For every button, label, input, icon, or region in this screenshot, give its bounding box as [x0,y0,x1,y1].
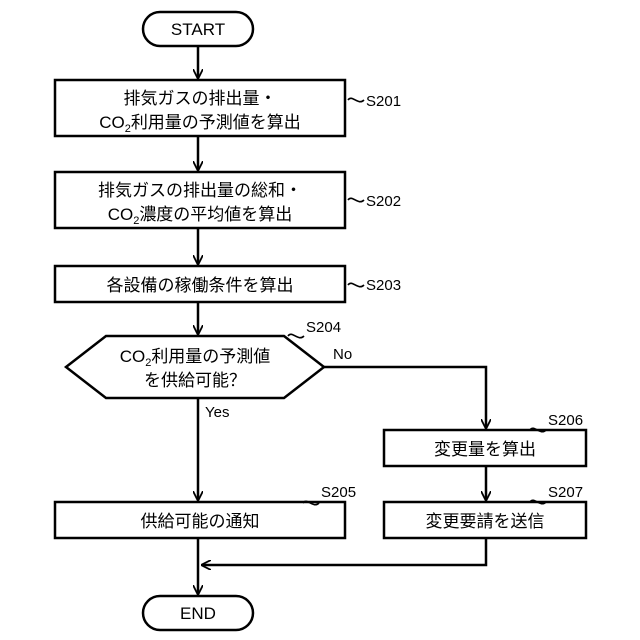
s203-leader [348,283,364,286]
end-terminal: END [143,596,253,630]
s207-text: 変更要請を送信 [426,512,545,531]
end-label: END [180,604,216,623]
start-terminal: START [143,12,253,46]
start-label: START [171,20,225,39]
s204-tag: S204 [306,319,341,336]
s202-line1: 排気ガスの排出量の総和・ [98,181,302,200]
s203-text: 各設備の稼働条件を算出 [107,276,294,295]
s206-tag: S206 [548,412,583,429]
s204-leader [288,334,304,337]
s207-tag: S207 [548,484,583,501]
s205-tag: S205 [321,484,356,501]
s201-leader [348,98,364,101]
s202-leader [348,198,364,201]
s201-tag: S201 [366,93,401,110]
s202-tag: S202 [366,193,401,210]
yes-label: Yes [205,404,229,421]
s205-text: 供給可能の通知 [141,512,260,531]
s206-text: 変更量を算出 [434,440,536,459]
arrow-s207-merge [202,538,486,565]
s204-line2: を供給可能？ [144,371,246,390]
s204-line1: CO2利用量の予測値 [120,347,271,369]
s203-tag: S203 [366,277,401,294]
s201-line1: 排気ガスの排出量・ [124,89,277,108]
step-s205: 供給可能の通知 S205 [55,484,356,538]
arrow-s204-s206 [324,367,486,428]
step-s201: 排気ガスの排出量・ CO2利用量の予測値を算出 S201 [55,80,401,136]
step-s203: 各設備の稼働条件を算出 S203 [55,266,401,302]
no-label: No [333,346,352,363]
decision-s204: CO2利用量の予測値 を供給可能？ S204 [66,319,341,398]
step-s202: 排気ガスの排出量の総和・ CO2濃度の平均値を算出 S202 [55,172,401,228]
